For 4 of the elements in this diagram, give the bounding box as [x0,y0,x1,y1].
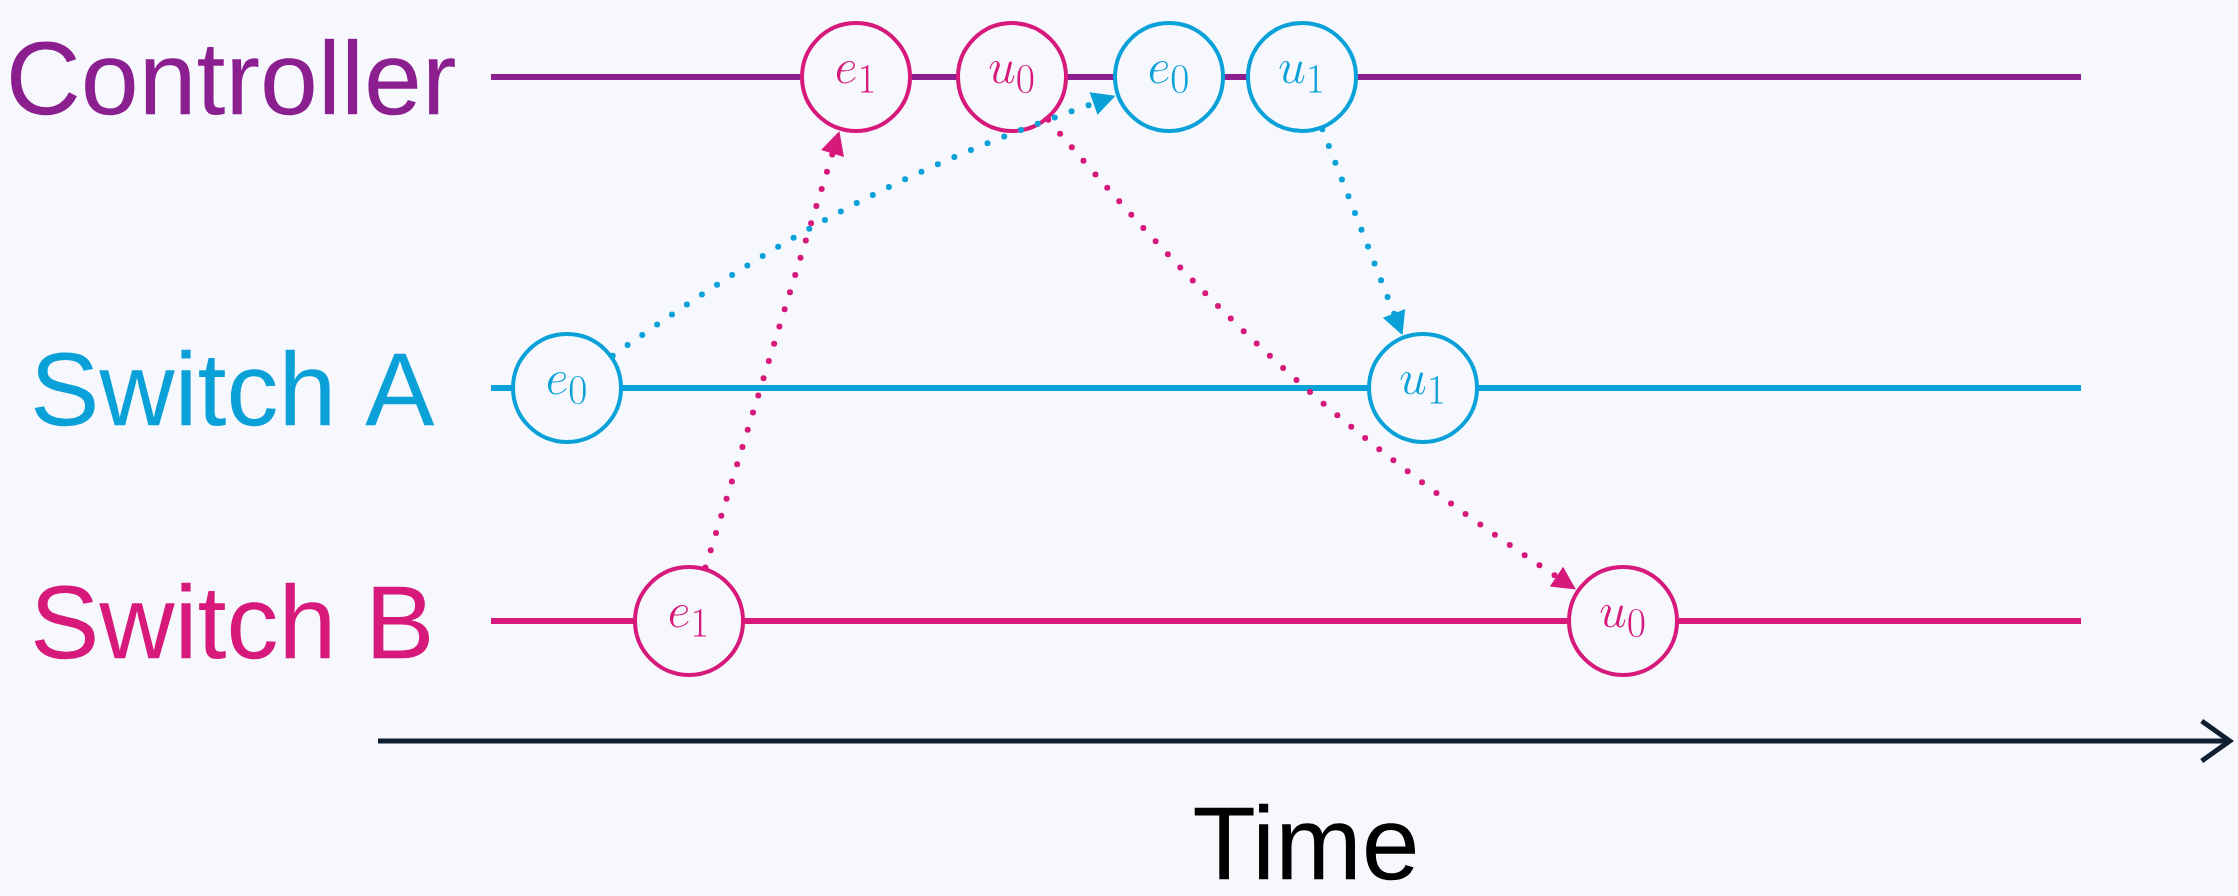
lane-label: Switch B [34,582,429,660]
lane-label: Switch A [34,349,435,427]
lane-label: Controller [11,38,455,116]
lane-label: Time [1194,803,1416,881]
